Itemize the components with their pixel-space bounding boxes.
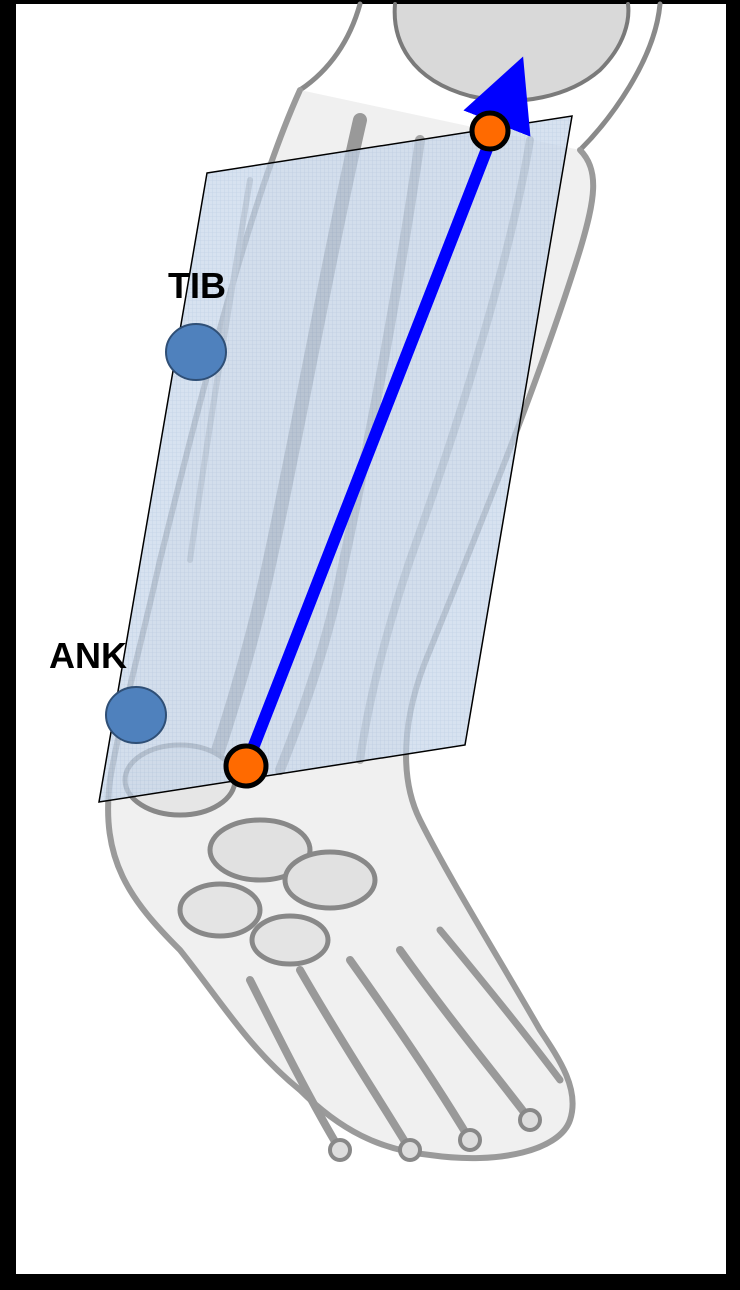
ankle-joint-center bbox=[226, 746, 266, 786]
ank-marker bbox=[106, 687, 166, 743]
tib-marker bbox=[166, 324, 226, 380]
tib-label: TIB bbox=[168, 265, 226, 306]
ank-label: ANK bbox=[49, 635, 127, 676]
knee-joint-center bbox=[472, 113, 508, 149]
